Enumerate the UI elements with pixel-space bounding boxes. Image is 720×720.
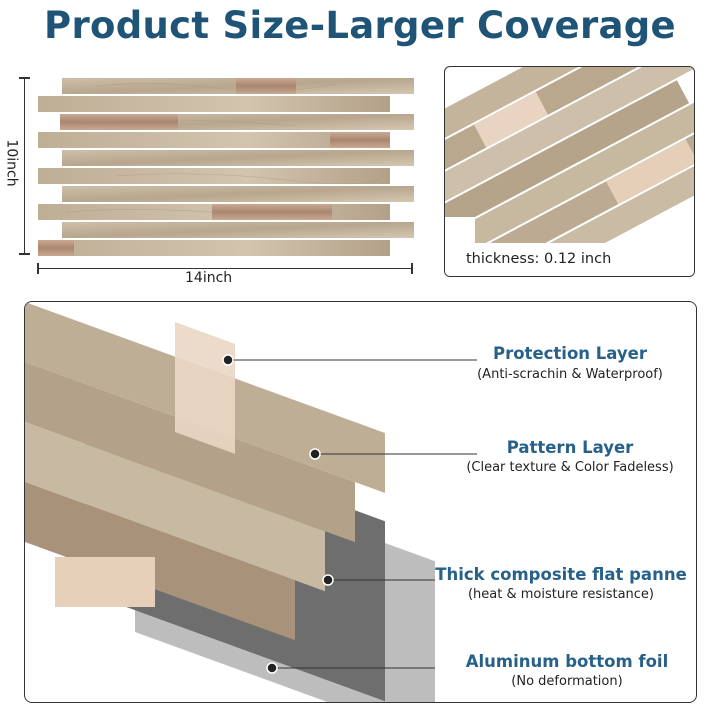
protection-layer-title: Protection Layer (492, 344, 648, 363)
composite-panel-subtitle: (heat & moisture resistance) (467, 587, 655, 602)
tile-rows (38, 78, 414, 256)
composite-panel-title: Thick composite flat panne (435, 565, 687, 584)
width-tick-right (411, 263, 413, 274)
protection-layer-subtitle: (Anti-scrachin & Waterproof) (477, 367, 663, 382)
width-label: 14inch (185, 270, 233, 286)
layers-diagram: Protection Layer (Anti-scrachin & Waterp… (24, 301, 697, 703)
tile-angled-view (445, 67, 694, 276)
aluminum-foil-title: Aluminum bottom foil (465, 652, 669, 671)
thickness-view: thickness: 0.12 inch (444, 66, 695, 277)
layer-stack-illustration (25, 302, 477, 702)
pattern-layer-subtitle: (Clear texture & Color Fadeless) (466, 460, 674, 475)
thickness-label: thickness: 0.12 inch (466, 251, 612, 267)
height-label: 10inch (3, 139, 20, 187)
width-tick-left (37, 263, 39, 274)
height-dimension-line (24, 78, 25, 254)
pattern-layer-title: Pattern Layer (506, 438, 634, 457)
page-title: Product Size-Larger Coverage (44, 4, 676, 47)
width-dimension-line (38, 268, 412, 269)
aluminum-foil-subtitle: (No deformation) (511, 674, 623, 689)
tile-front-view (38, 78, 414, 256)
height-tick-bottom (19, 253, 30, 255)
height-tick-top (19, 77, 30, 79)
